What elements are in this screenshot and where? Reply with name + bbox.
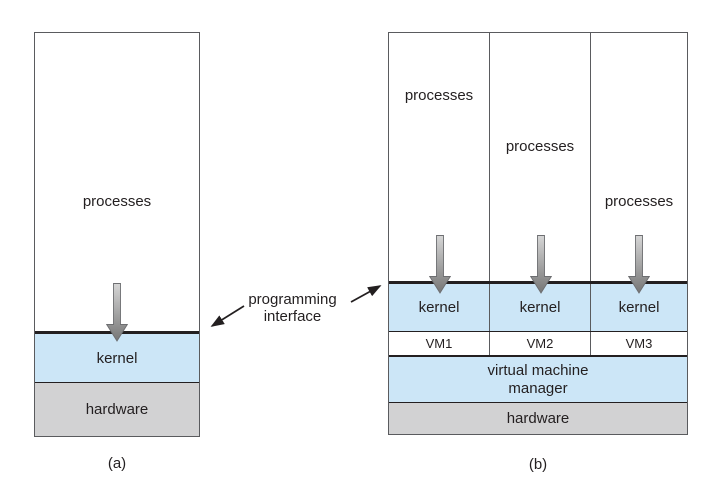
figure-a-processes-label: processes bbox=[82, 193, 152, 210]
down-arrow-icon bbox=[628, 235, 650, 294]
figure-b-hardware-row: hardware bbox=[389, 403, 687, 434]
figure-a-hardware-row: hardware bbox=[35, 383, 199, 436]
figure-b-vm2-processes-column: processes bbox=[490, 33, 591, 281]
programming-interface-line2: interface bbox=[263, 308, 322, 325]
figure-b-vm1-processes-label: processes bbox=[404, 87, 474, 104]
down-arrow-icon bbox=[530, 235, 552, 294]
figure-b-processes-region: processes processes processes bbox=[389, 33, 687, 281]
figure-b-vm2-kernel-cell: kernel bbox=[490, 284, 591, 331]
figure-b-vm3-kernel-label: kernel bbox=[618, 299, 660, 316]
figure-b-vm2-cell: VM2 bbox=[490, 332, 591, 355]
figure-b-vm2-label: VM2 bbox=[526, 336, 554, 351]
figure-b-vm1-label: VM1 bbox=[425, 336, 453, 351]
figure-b-hardware-label: hardware bbox=[506, 410, 570, 427]
figure-b-vm3-kernel-cell: kernel bbox=[591, 284, 687, 331]
figure-b-vmm-row: virtual machine manager bbox=[389, 357, 687, 403]
figure-b-vm3-processes-column: processes bbox=[591, 33, 687, 281]
down-arrow-icon bbox=[429, 235, 451, 294]
figure-b-vm3-cell: VM3 bbox=[591, 332, 687, 355]
figure-b-vm-row: VM1 VM2 VM3 bbox=[389, 332, 687, 357]
figure-b-caption: (b) bbox=[528, 456, 548, 473]
figure-b-vm1-cell: VM1 bbox=[389, 332, 490, 355]
figure-a-hardware-label: hardware bbox=[85, 401, 149, 418]
figure-b-vm1-kernel-cell: kernel bbox=[389, 284, 490, 331]
figure-b-vm3-processes-label: processes bbox=[604, 193, 674, 210]
figure-a-caption: (a) bbox=[107, 455, 127, 472]
figure-b-vm3-label: VM3 bbox=[625, 336, 653, 351]
figure-a-kernel-label: kernel bbox=[96, 349, 138, 367]
down-arrow-icon bbox=[106, 283, 128, 342]
figure-b-vm1-processes-column: processes bbox=[389, 33, 490, 281]
figure-a-processes-region: processes bbox=[35, 33, 199, 331]
figure-b-vm1-kernel-label: kernel bbox=[418, 299, 460, 316]
figure-b-stack: processes processes processes kernel ker… bbox=[388, 32, 688, 435]
figure-b-vmm-label-line2: manager bbox=[508, 379, 568, 397]
figure-a-stack: processes kernel hardware bbox=[34, 32, 200, 437]
figure-b-vm2-kernel-label: kernel bbox=[519, 299, 561, 316]
figure-b-vmm-label-line1: virtual machine bbox=[487, 361, 589, 379]
programming-interface-label: programming interface bbox=[225, 291, 360, 325]
programming-interface-line1: programming bbox=[248, 291, 337, 308]
figure-b-vm2-processes-label: processes bbox=[505, 138, 575, 155]
